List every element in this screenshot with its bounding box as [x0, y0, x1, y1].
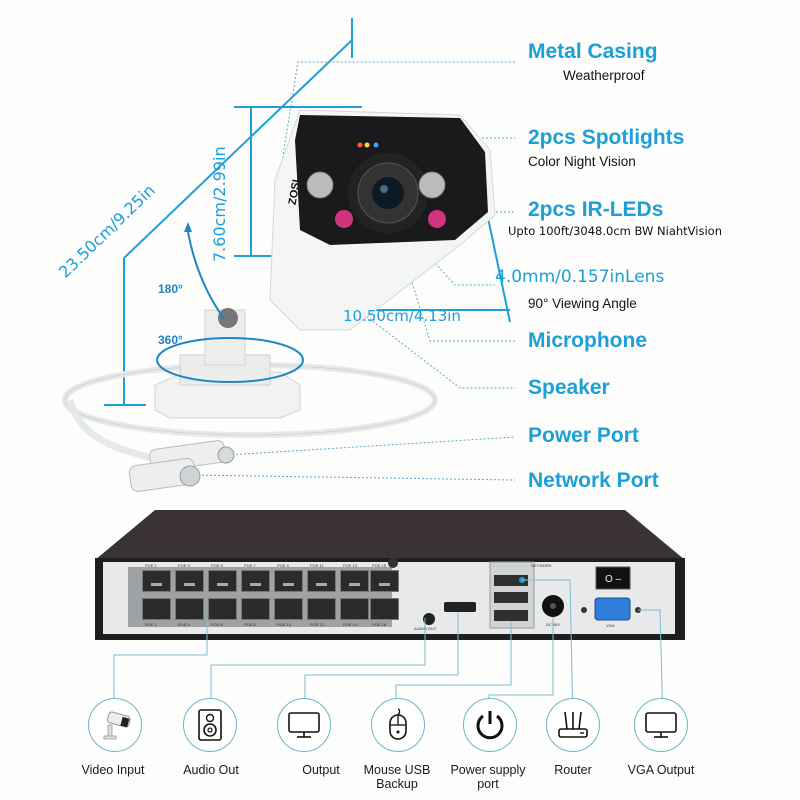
feature-speaker: Speaker — [528, 376, 610, 399]
poe-port[interactable] — [241, 598, 270, 620]
label-output: Output — [302, 763, 340, 777]
poe-label: POE 11 — [310, 563, 324, 568]
power-icon — [476, 711, 504, 740]
video-input-icon-circle — [88, 698, 142, 752]
camera-icon — [103, 711, 131, 740]
poe-label: POE 9 — [277, 563, 289, 568]
label-vga-output: VGA Output — [627, 763, 695, 777]
monitor-icon — [645, 712, 677, 738]
label-router: Router — [554, 763, 592, 777]
mouse-icon — [389, 708, 407, 740]
poe-label: POE 8 — [244, 622, 256, 627]
feature-ir-leds-sub: Upto 100ft/3048.0cm BW NiahtVision — [508, 224, 722, 238]
tilt-angle: 180° — [158, 282, 183, 296]
feature-power-port: Power Port — [528, 424, 639, 447]
label-mouse-usb-backup: Mouse USB Backup — [363, 763, 431, 791]
dc-label: DC 48V — [546, 622, 561, 627]
poe-port[interactable] — [208, 598, 237, 620]
poe-label: POE 6 — [211, 622, 223, 627]
poe-label: POE 12 — [310, 622, 325, 627]
poe-port[interactable] — [340, 598, 369, 620]
poe-port[interactable] — [175, 598, 204, 620]
camera-illustration: ZOSI — [62, 18, 516, 492]
audio-out-label: AUDIO OUT — [414, 626, 437, 631]
mouse-usb-icon-circle — [371, 698, 425, 752]
nvr-illustration: O – — [95, 510, 685, 700]
camera-mount — [154, 222, 304, 419]
label-power-supply-port: Power supply port — [450, 763, 526, 791]
brand-logo: ZOSI — [287, 179, 303, 206]
poe-label: POE 16 — [372, 622, 387, 627]
poe-label: POE 5 — [211, 563, 223, 568]
camera-body: ZOSI — [269, 109, 496, 331]
vga-label: VGA — [606, 623, 615, 628]
poe-port[interactable] — [274, 570, 303, 592]
poe-port[interactable] — [175, 570, 204, 592]
feature-lens-sub: 90° Viewing Angle — [528, 296, 637, 311]
feature-network-port: Network Port — [528, 469, 659, 492]
poe-label: POE 2 — [145, 622, 157, 627]
poe-port[interactable] — [142, 598, 171, 620]
feature-metal-casing-sub: Weatherproof — [563, 68, 645, 83]
monitor-icon — [288, 712, 320, 738]
router-icon — [558, 711, 588, 738]
label-audio-out: Audio Out — [183, 763, 239, 777]
poe-port[interactable] — [142, 570, 171, 592]
feature-ir-leds: 2pcs IR-LEDs — [528, 198, 664, 221]
feature-metal-casing: Metal Casing — [528, 40, 658, 63]
pan-angle: 360° — [158, 333, 183, 347]
feature-spotlights: 2pcs Spotlights — [528, 126, 685, 149]
poe-label: POE 10 — [277, 622, 292, 627]
dimension-lines — [104, 18, 511, 406]
feature-microphone: Microphone — [528, 329, 647, 352]
speaker-icon — [198, 709, 222, 741]
power-supply-icon-circle — [463, 698, 517, 752]
poe-port[interactable] — [241, 570, 270, 592]
poe-port[interactable] — [208, 570, 237, 592]
height-dimension: 7.60cm/2.99in — [210, 146, 229, 262]
poe-label: POE 4 — [178, 622, 190, 627]
poe-label: POE 7 — [244, 563, 256, 568]
width-dimension: 10.50cm/4.13in — [343, 307, 461, 325]
label-video-input: Video Input — [81, 763, 145, 777]
poe-port[interactable] — [370, 598, 399, 620]
feature-spotlights-sub: Color Night Vision — [528, 154, 636, 169]
power-switch: O – — [605, 574, 622, 585]
audio-out-icon-circle — [183, 698, 237, 752]
poe-port[interactable] — [370, 570, 399, 592]
poe-label: POE 13 — [343, 563, 358, 568]
poe-port[interactable] — [307, 570, 336, 592]
poe-label: POE 1 — [145, 563, 157, 568]
cable-connectors — [128, 440, 235, 492]
router-icon-circle — [546, 698, 600, 752]
poe-port[interactable] — [307, 598, 336, 620]
output-icon-circle — [277, 698, 331, 752]
poe-label: POE 14 — [343, 622, 358, 627]
poe-label: POE 3 — [178, 563, 190, 568]
poe-port[interactable] — [274, 598, 303, 620]
feature-lens: 4.0mm/0.157inLens — [495, 267, 665, 287]
poe-port[interactable] — [340, 570, 369, 592]
poe-label: POE 15 — [372, 563, 387, 568]
network-label: NETWORK — [531, 563, 552, 568]
vga-output-icon-circle — [634, 698, 688, 752]
